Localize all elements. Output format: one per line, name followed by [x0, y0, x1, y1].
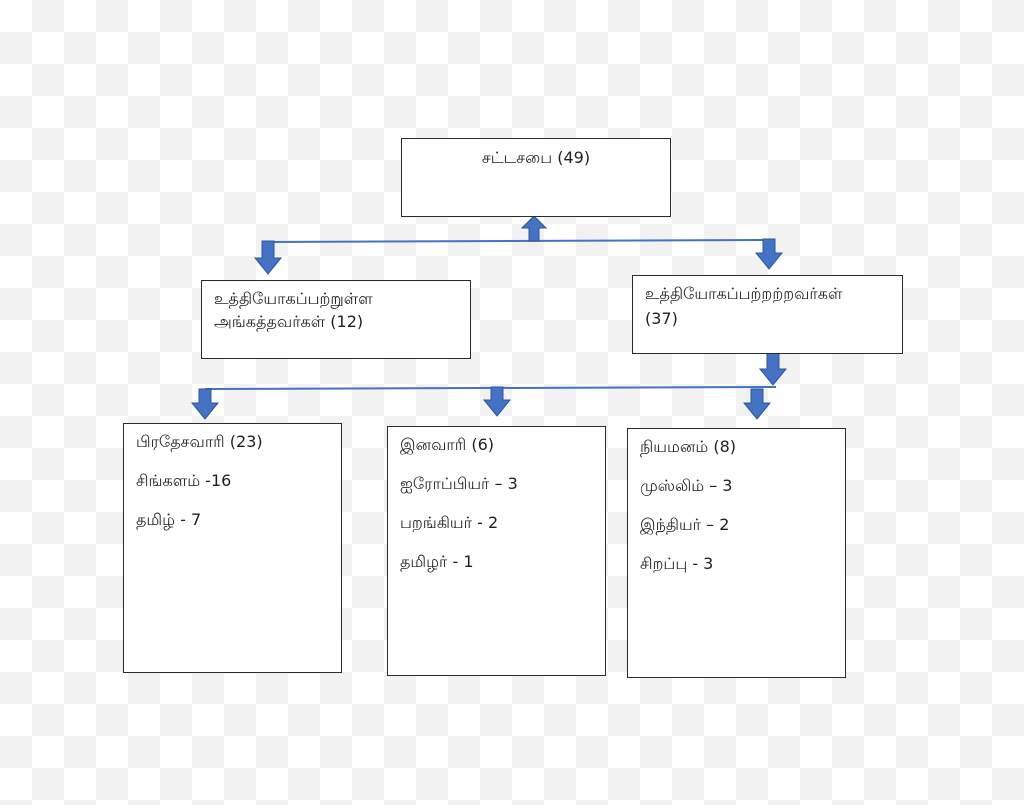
box-unofficial-members-line-2: (37)	[645, 309, 678, 328]
box-nominated-title: நியமனம் (8)	[640, 437, 736, 456]
box-communal-item-2: பறங்கியர் - 2	[400, 513, 499, 532]
box-territorial: பிரதேசவாரி (23) சிங்களம் -16 தமிழ் - 7	[123, 423, 342, 673]
arrow-down-left	[253, 240, 283, 275]
box-territorial-item-2: தமிழ் - 7	[136, 510, 202, 529]
arrow-down-box-1	[190, 388, 220, 420]
connector-line-top	[267, 239, 770, 243]
box-communal-item-3: தமிழர் - 1	[400, 552, 474, 571]
arrow-down-right	[754, 238, 784, 270]
root-box-legislature: சட்டசபை (49)	[401, 138, 671, 217]
box-communal-title: இனவாரி (6)	[400, 435, 495, 454]
box-nominated-item-1: முஸ்லிம் – 3	[640, 476, 733, 495]
box-official-members-line-1: உத்தியோகப்பற்றுள்ள	[214, 289, 373, 308]
root-box-title: சட்டசபை (49)	[481, 148, 591, 167]
arrow-down-box-2	[482, 386, 512, 417]
arrow-up-to-root	[520, 215, 548, 242]
box-official-members-line-2: அங்கத்தவர்கள் (12)	[214, 312, 364, 331]
box-nominated-item-2: இந்தியர் – 2	[640, 515, 730, 534]
box-communal: இனவாரி (6) ஐரோப்பியர் – 3 பறங்கியர் - 2 …	[387, 426, 606, 676]
box-communal-item-1: ஐரோப்பியர் – 3	[400, 474, 518, 493]
arrow-down-box-3	[742, 388, 772, 420]
box-unofficial-members: உத்தியோகப்பற்றற்றவர்கள் (37)	[632, 275, 903, 354]
box-unofficial-members-line-1: உத்தியோகப்பற்றற்றவர்கள்	[645, 284, 843, 303]
box-nominated: நியமனம் (8) முஸ்லிம் – 3 இந்தியர் – 2 சி…	[627, 428, 846, 678]
box-official-members: உத்தியோகப்பற்றுள்ள அங்கத்தவர்கள் (12)	[201, 280, 471, 359]
box-territorial-item-1: சிங்களம் -16	[136, 471, 232, 490]
box-territorial-title: பிரதேசவாரி (23)	[136, 432, 263, 451]
arrow-down-from-right-box	[758, 352, 788, 386]
box-nominated-item-3: சிறப்பு - 3	[640, 554, 714, 573]
